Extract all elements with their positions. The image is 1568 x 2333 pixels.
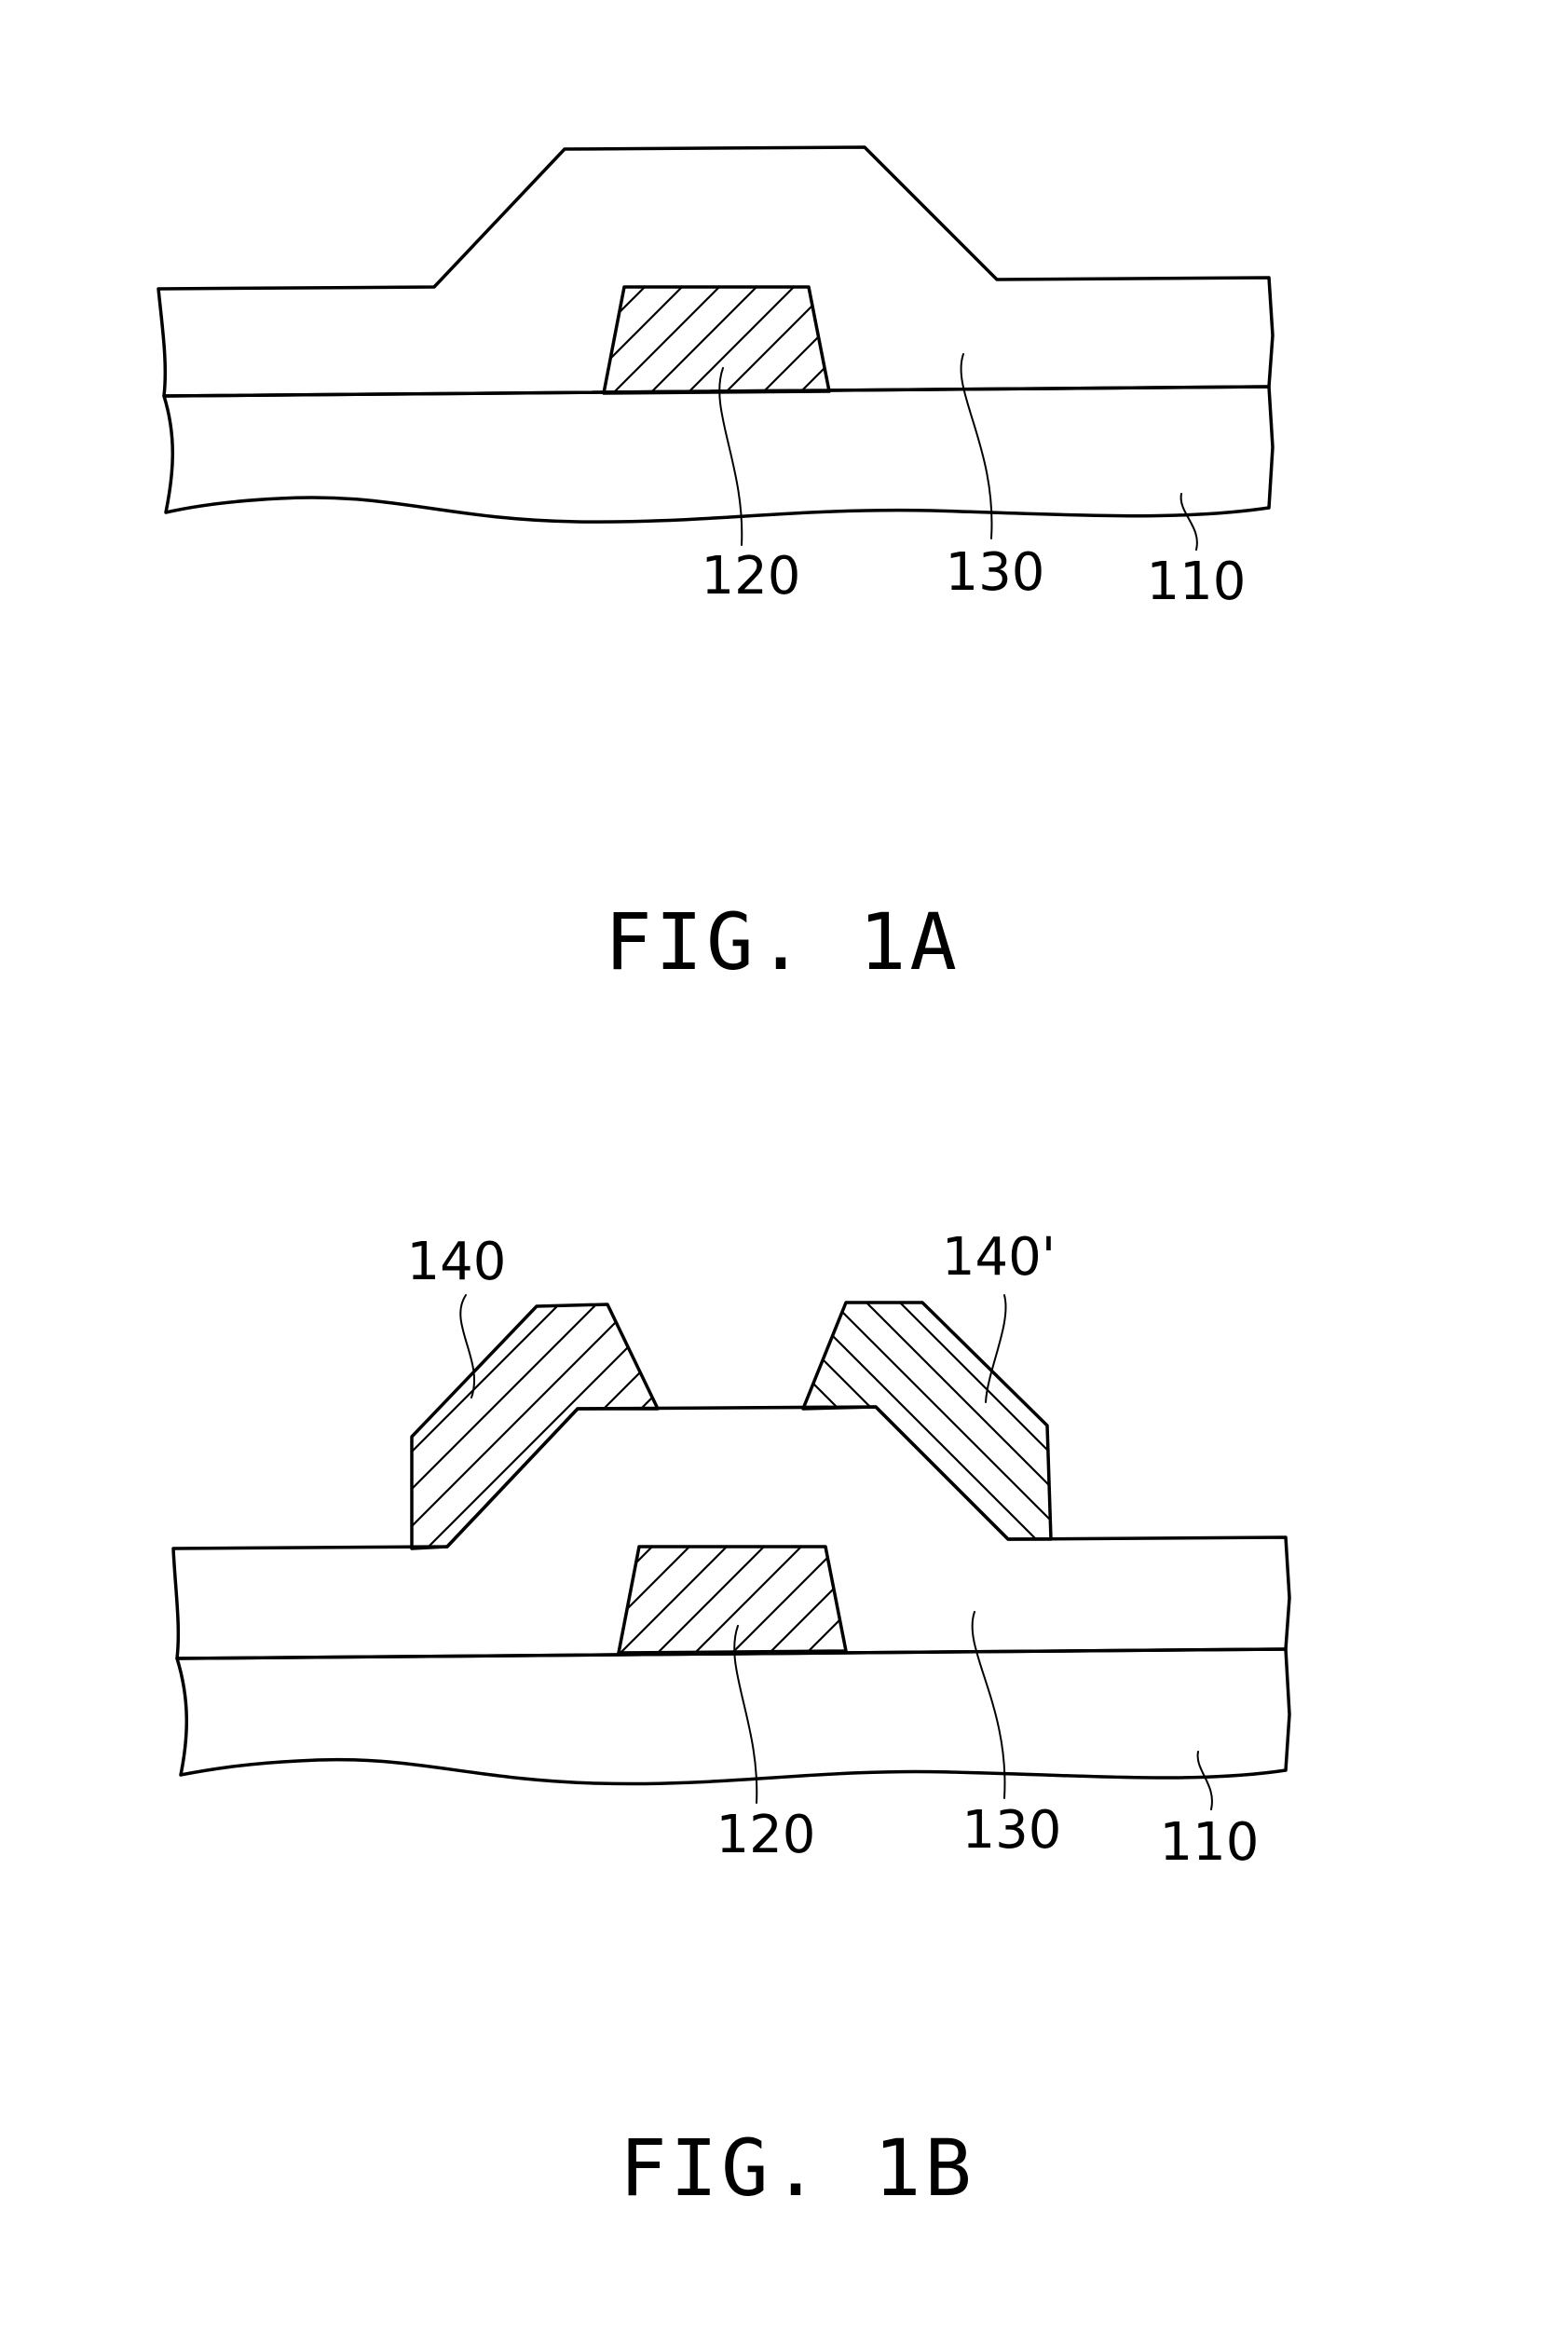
label-140-prime: 140'	[942, 1227, 1056, 1288]
label-110: 110	[1160, 1812, 1260, 1873]
figure-1b: 140 140' 120 130 110 FIG. 1B	[173, 1227, 1289, 2214]
figure-1a: 120 130 110 FIG. 1A	[158, 147, 1273, 988]
label-120: 120	[702, 546, 801, 607]
label-140: 140	[407, 1232, 507, 1292]
gate-electrode-hatch	[619, 1547, 846, 1653]
label-130: 130	[962, 1800, 1062, 1861]
label-120: 120	[716, 1805, 816, 1865]
substrate-layer	[164, 387, 1273, 522]
gate-electrode-hatch	[604, 287, 829, 393]
figure-caption: FIG. 1A	[605, 896, 961, 988]
drain-electrode-hatch	[803, 1303, 1051, 1539]
substrate-layer	[177, 1649, 1289, 1784]
source-electrode-hatch	[412, 1304, 658, 1549]
leader-110	[1198, 1752, 1212, 1809]
label-110: 110	[1147, 552, 1247, 612]
label-130: 130	[946, 542, 1045, 603]
figure-caption: FIG. 1B	[620, 2122, 975, 2214]
leader-110	[1181, 494, 1197, 550]
leader-130	[973, 1612, 1005, 1798]
